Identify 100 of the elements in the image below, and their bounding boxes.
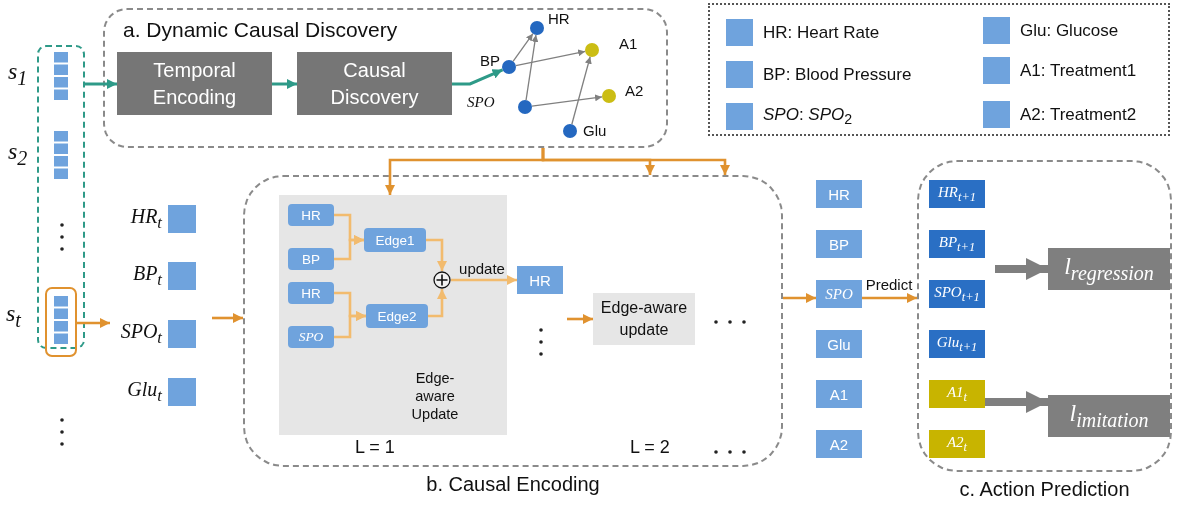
arrow (452, 68, 504, 86)
chip-label: A2 (829, 435, 849, 453)
feature-chip (366, 304, 428, 328)
legend-label: HR: Heart Rate (763, 22, 880, 43)
feature-chip (288, 282, 334, 304)
legend-label: BP: Blood Pressure (763, 64, 912, 85)
arrow (85, 79, 117, 89)
layer-label: L = 1 (355, 437, 395, 458)
feature-chip (364, 228, 426, 252)
update-panel (279, 195, 507, 435)
graph-node (563, 124, 577, 138)
feature-chip (816, 180, 862, 208)
chip-label: BP$_{t+1}$ (938, 233, 976, 255)
chip-label: SPO (825, 285, 853, 303)
chip-label: SPO (298, 329, 324, 345)
arrow (77, 318, 110, 328)
arrow (567, 314, 593, 324)
box-label: Temporal Encoding (151, 57, 238, 110)
arrow (985, 391, 1048, 413)
box-label: Causal Discovery (329, 57, 420, 110)
panel-title: c. Action Prediction (958, 478, 1131, 501)
chip-label: Glu$_{t+1}$ (936, 333, 978, 355)
graph-node (585, 43, 599, 57)
node-label: SPO (467, 94, 495, 111)
process-box (297, 52, 452, 115)
process-box (117, 52, 272, 115)
chip-label: BP (829, 235, 849, 253)
box-label: Edge-aware Update (410, 369, 460, 423)
arrow (334, 311, 366, 339)
arrow (531, 94, 603, 107)
arrow (272, 79, 297, 89)
layer-label: L = 2 (630, 437, 670, 458)
loss-box (1048, 395, 1170, 437)
chip-label: A1 (829, 385, 849, 403)
arrow (212, 313, 243, 323)
arrow (525, 34, 539, 101)
sequence-label: s$_{2}$ (8, 138, 28, 170)
feature-chip (816, 280, 862, 308)
arrow (862, 293, 917, 303)
arrow (783, 293, 816, 303)
action-chip (929, 430, 985, 458)
feature-chip (288, 204, 334, 226)
chip-label: HR (301, 207, 321, 223)
feature-chip (288, 326, 334, 348)
arrow (428, 289, 447, 318)
chip-label: HR (828, 185, 850, 203)
feature-chip (288, 248, 334, 270)
arrow (451, 275, 517, 285)
loss-label: l$_{regression}$ (1064, 253, 1154, 285)
prediction-chip (929, 180, 985, 208)
panel-title: b. Causal Encoding (425, 473, 601, 496)
update-box (593, 293, 695, 345)
chip-label: BP (302, 251, 320, 267)
prediction-chip (929, 280, 985, 308)
legend-label: A2: Treatment2 (1020, 104, 1137, 125)
chip-label: Glu (827, 335, 851, 353)
node-label: HR (548, 10, 570, 27)
loss-box (1048, 248, 1170, 290)
loss-label: l$_{imitation}$ (1069, 400, 1149, 432)
feature-label: BP$_{t}$ (132, 262, 162, 290)
chip-label: Edge1 (375, 232, 415, 248)
chip-label: SPO$_{t+1}$ (934, 283, 980, 305)
chip-label: HR$_{t+1}$ (937, 183, 977, 205)
panel-title: a. Dynamic Causal Discovery (123, 18, 398, 42)
prediction-chip (929, 230, 985, 258)
dashed-panel (103, 8, 668, 148)
feature-label: HR$_{t}$ (130, 205, 162, 233)
arrow (426, 238, 447, 271)
feature-chip (816, 230, 862, 258)
arrow (571, 56, 592, 125)
prediction-chip (929, 330, 985, 358)
box-label: Edge-aware update (599, 298, 689, 340)
arrow (515, 49, 586, 67)
arrow (334, 235, 364, 261)
timestep-frame (45, 287, 77, 357)
chip-label: A2$_{t}$ (946, 433, 968, 455)
node-label: BP (480, 52, 500, 69)
graph-node (530, 21, 544, 35)
chip-label: HR (529, 271, 551, 289)
arrow (512, 33, 534, 62)
legend-label: A1: Treatment1 (1020, 60, 1137, 81)
node-label: Glu (583, 122, 607, 139)
legend-label: Glu: Glucose (1020, 20, 1119, 41)
arrow (541, 148, 730, 175)
chip-label: A1$_{t}$ (946, 383, 968, 405)
feature-label: Glu$_{t}$ (127, 378, 162, 406)
node-label: A1 (619, 35, 638, 52)
action-chip (929, 380, 985, 408)
feature-chip (816, 430, 862, 458)
feature-chip (816, 330, 862, 358)
legend-label: SPO: SPO$_{2}$ (763, 105, 853, 128)
sequence-label: s$_{1}$ (8, 58, 28, 90)
chip-label: Edge2 (377, 308, 417, 324)
feature-chip (517, 266, 563, 294)
node-label: A2 (625, 82, 644, 99)
chip-label: HR (301, 285, 321, 301)
feature-chip (816, 380, 862, 408)
feature-label: SPO$_{t}$ (120, 320, 162, 348)
graph-node (502, 60, 516, 74)
graph-node (518, 100, 532, 114)
